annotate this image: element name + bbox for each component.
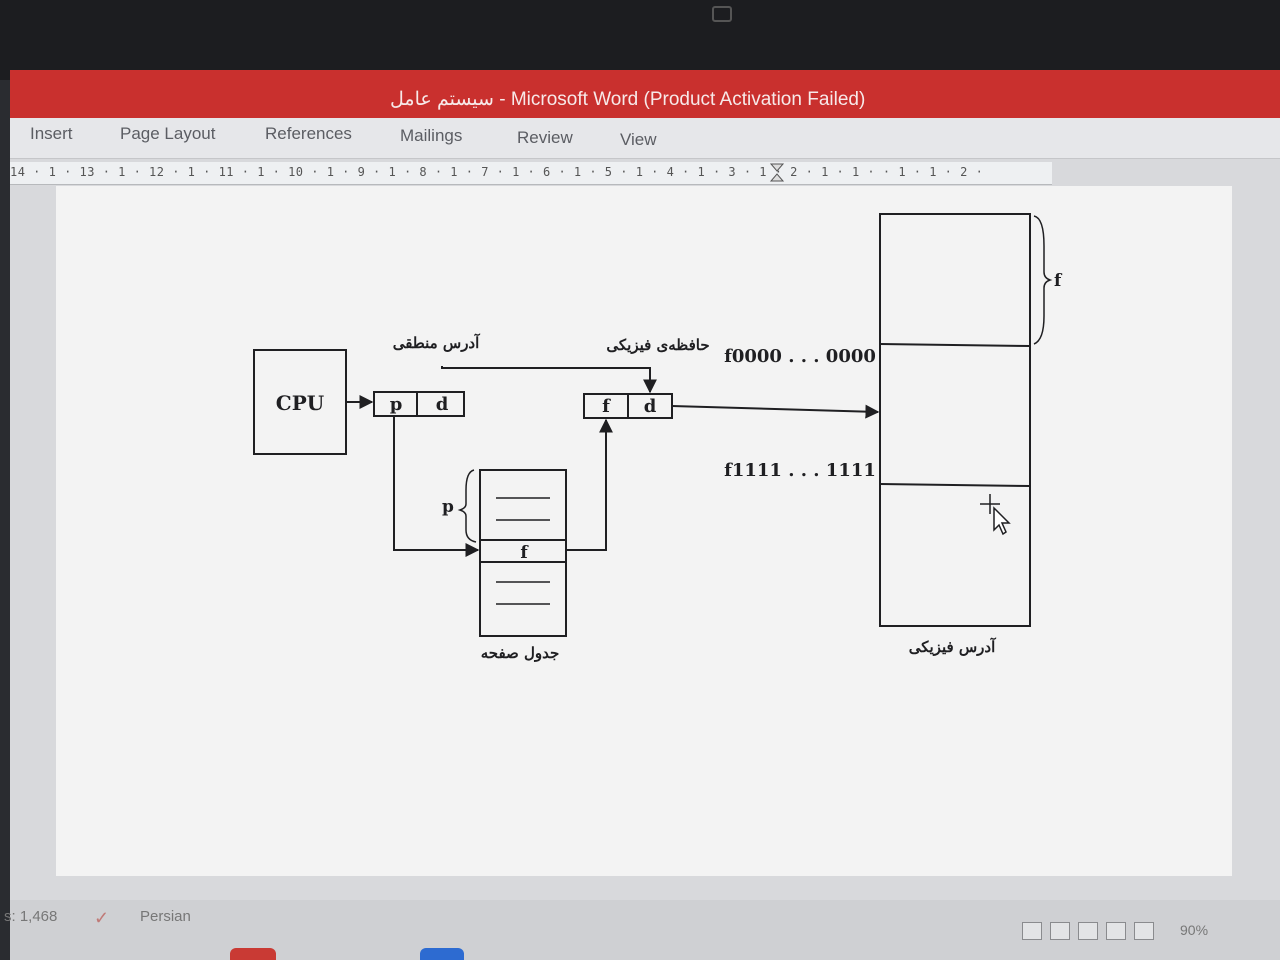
print-layout-icon[interactable] (1022, 922, 1042, 940)
cpu-label: CPU (276, 391, 324, 415)
horizontal-ruler[interactable]: 14 · 1 · 13 · 1 · 12 · 1 · 11 · 1 · 10 ·… (10, 162, 1052, 185)
physical-memory-box (879, 213, 1031, 627)
tab-view[interactable]: View (620, 130, 657, 149)
outline-icon[interactable] (1106, 922, 1126, 940)
physical-address-label: آدرس فیزیکی (909, 637, 997, 656)
camera-icon (712, 6, 732, 22)
word-count[interactable]: s: 1,468 (4, 908, 58, 925)
ruler-scale: 14 · 1 · 13 · 1 · 12 · 1 · 11 · 1 · 10 ·… (10, 165, 984, 179)
tab-mailings[interactable]: Mailings (400, 126, 463, 145)
app-title: Microsoft Word (Product Activation Faile… (510, 89, 866, 110)
offset-d-arrow (441, 366, 657, 394)
tab-insert[interactable]: Insert (30, 124, 73, 143)
page-table-f-entry: f (520, 543, 529, 563)
window-title: سیستم عامل - Microsoft Word (Product Act… (390, 88, 865, 111)
frame-start-address: f0000 . . . 0000 (724, 346, 876, 367)
language-indicator[interactable]: Persian (140, 908, 191, 925)
page-p-arrow (393, 416, 480, 557)
taskbar-word-icon[interactable] (420, 948, 464, 960)
tab-references[interactable]: References (265, 124, 352, 143)
title-separator: - (493, 89, 511, 110)
proofing-icon[interactable]: ✓ (94, 908, 110, 928)
document-title: سیستم عامل (390, 89, 494, 110)
logical-address-label: آدرس منطقی (393, 333, 481, 352)
logical-address-box (373, 391, 465, 417)
document-page[interactable]: CPU آدرس منطقی حافظه‌ی فیزیکی p d f d p … (56, 186, 1232, 876)
page-table-box (479, 469, 567, 637)
frame-brace-label: f (1054, 271, 1063, 291)
taskbar-app-icon[interactable] (230, 948, 276, 960)
tab-review[interactable]: Review (517, 128, 573, 147)
frame-boundary-bottom (879, 483, 1031, 487)
title-bar: سیستم عامل - Microsoft Word (Product Act… (10, 70, 1280, 118)
physical-f-field: f (602, 396, 611, 417)
frame-f-arrow (566, 418, 613, 551)
logical-d-field: d (436, 394, 449, 415)
page-table-brace (457, 469, 477, 543)
physical-d-field: d (644, 396, 657, 417)
physical-memory-label: حافظه‌ی فیزیکی (606, 336, 709, 354)
monitor-bezel (0, 0, 1280, 80)
word-window: سیستم عامل - Microsoft Word (Product Act… (4, 70, 1280, 960)
move-cursor-icon (980, 494, 1011, 536)
status-bar: s: 1,468 ✓ Persian 90% (4, 900, 1280, 960)
tab-page-layout[interactable]: Page Layout (120, 124, 216, 143)
ribbon-tabs: Insert Page Layout References Mailings R… (10, 118, 1280, 159)
to-memory-arrow (671, 404, 880, 419)
zoom-level[interactable]: 90% (1180, 922, 1209, 938)
page-table-p-label: p (442, 497, 454, 517)
frame-brace (1033, 215, 1053, 345)
web-layout-icon[interactable] (1078, 922, 1098, 940)
paging-diagram: CPU آدرس منطقی حافظه‌ی فیزیکی p d f d p … (253, 213, 1063, 662)
draft-icon[interactable] (1134, 922, 1154, 940)
logical-p-field: p (390, 394, 403, 415)
frame-end-address: f1111 . . . 1111 (724, 460, 876, 481)
indent-marker-icon[interactable] (768, 162, 788, 184)
page-table-label: جدول صفحه (481, 644, 560, 662)
full-screen-reading-icon[interactable] (1050, 922, 1070, 940)
frame-boundary-top (879, 343, 1031, 347)
